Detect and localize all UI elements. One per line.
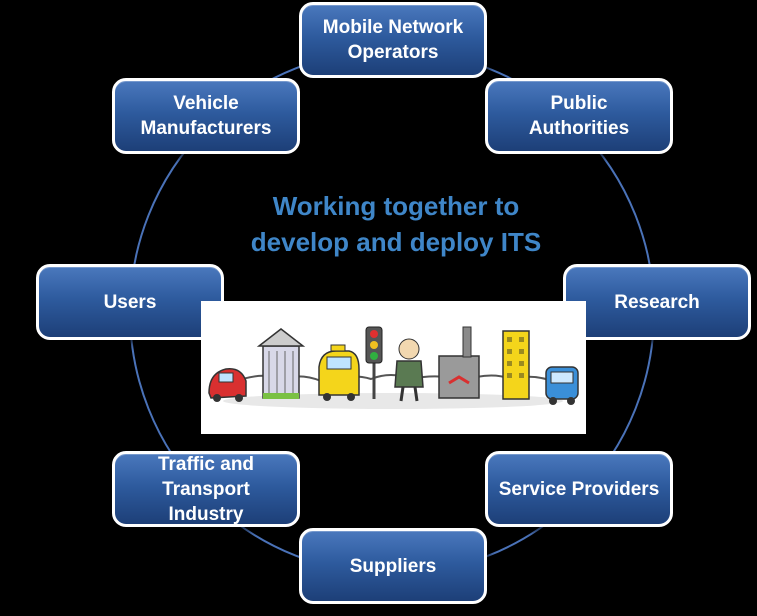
factory-icon <box>438 326 480 399</box>
bus-icon <box>545 366 579 405</box>
node-public-authorities: Public Authorities <box>485 78 673 154</box>
node-traffic-and-transport-industry: Traffic and Transport Industry <box>112 451 300 527</box>
traffic-light-icon <box>365 326 383 399</box>
node-research: Research <box>563 264 751 340</box>
node-vehicle-manufacturers: Vehicle Manufacturers <box>112 78 300 154</box>
node-service-providers: Service Providers <box>485 451 673 527</box>
illustration-drawing <box>208 326 579 409</box>
node-label: Mobile Network Operators <box>322 17 464 63</box>
node-label: Users <box>103 291 157 313</box>
node-label: Service Providers <box>498 478 660 500</box>
stakeholders-illustration <box>201 301 586 434</box>
node-suppliers: Suppliers <box>299 528 487 604</box>
node-label: Traffic and Transport Industry <box>157 453 255 525</box>
node-label: Suppliers <box>349 555 437 577</box>
node-label: Research <box>614 291 700 313</box>
node-label: Public Authorities <box>528 93 630 139</box>
center-title: Working together to develop and deploy I… <box>250 191 542 257</box>
taxi-icon <box>318 344 360 401</box>
node-label: Vehicle Manufacturers <box>140 93 272 139</box>
person-icon <box>394 338 424 402</box>
red-car-icon <box>208 368 247 402</box>
node-mobile-network-operators: Mobile Network Operators <box>299 2 487 78</box>
building-icon <box>256 328 306 399</box>
node-users: Users <box>36 264 224 340</box>
office-tower-icon <box>502 330 530 400</box>
